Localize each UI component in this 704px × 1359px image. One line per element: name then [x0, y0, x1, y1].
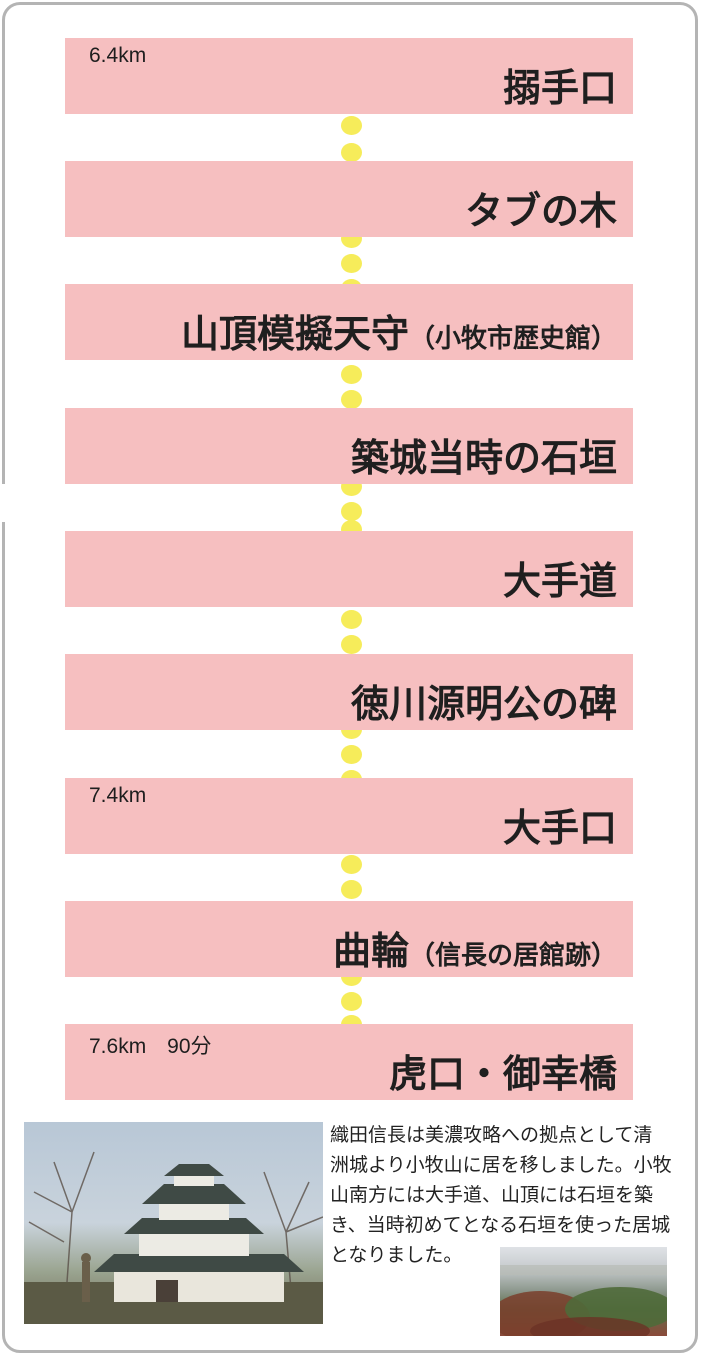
- stop-subtitle: （信長の居館跡）: [408, 941, 617, 972]
- description-line: 山南方には大手道、山頂には石垣を築: [330, 1184, 654, 1206]
- frame-gap: [0, 484, 8, 522]
- stop-name: 搦手口: [502, 66, 617, 111]
- stop-name: 大手口: [502, 806, 617, 851]
- route-dot: [341, 365, 362, 384]
- description-line: 洲城より小牧山に居を移しました。小牧: [330, 1154, 672, 1176]
- route-dot: [341, 880, 362, 899]
- route-dot: [341, 143, 362, 162]
- stop-name: 虎口・御幸橋: [388, 1052, 617, 1097]
- stop-name: 徳川源明公の碑: [350, 682, 617, 727]
- route-dot: [341, 254, 362, 273]
- castle-photo: [24, 1122, 323, 1324]
- stop-distance: 7.6km 90分: [89, 1035, 212, 1058]
- description-line: き、当時初めてとなる石垣を使った居城: [330, 1214, 671, 1236]
- stop-bar: タブの木: [65, 161, 633, 237]
- stop-name: 築城当時の石垣: [350, 436, 617, 481]
- route-dot: [341, 855, 362, 874]
- stop-name: 大手道: [502, 559, 617, 604]
- stop-bar: 6.4km 搦手口: [65, 38, 633, 114]
- description-line: 織田信長は美濃攻略への拠点として清: [330, 1124, 653, 1146]
- stop-name: 曲輪: [332, 929, 409, 974]
- description-line: となりました。: [330, 1244, 463, 1266]
- stop-bar: 徳川源明公の碑: [65, 654, 633, 730]
- city-view-photo: [500, 1247, 667, 1336]
- route-dot: [341, 116, 362, 135]
- route-dot: [341, 390, 362, 409]
- stop-name: 山頂模擬天守: [180, 312, 409, 357]
- stop-bar: 築城当時の石垣: [65, 408, 633, 484]
- stop-bar: 7.4km 大手口: [65, 778, 633, 854]
- route-dot: [341, 992, 362, 1011]
- stop-name: タブの木: [464, 189, 617, 234]
- stop-bar: 曲輪（信長の居館跡）: [65, 901, 633, 977]
- route-dot: [341, 745, 362, 764]
- route-dot: [341, 635, 362, 654]
- stop-bar: 山頂模擬天守（小牧市歴史館）: [65, 284, 633, 360]
- stop-bar: 7.6km 90分 虎口・御幸橋: [65, 1024, 633, 1100]
- stop-bar: 大手道: [65, 531, 633, 607]
- route-dot: [341, 502, 362, 521]
- stop-distance: 6.4km: [89, 44, 147, 67]
- stop-subtitle: （小牧市歴史館）: [408, 324, 617, 355]
- route-dot: [341, 610, 362, 629]
- description-text: 織田信長は美濃攻略への拠点として清 洲城より小牧山に居を移しました。小牧 山南方…: [330, 1120, 696, 1270]
- stop-distance: 7.4km: [89, 784, 147, 807]
